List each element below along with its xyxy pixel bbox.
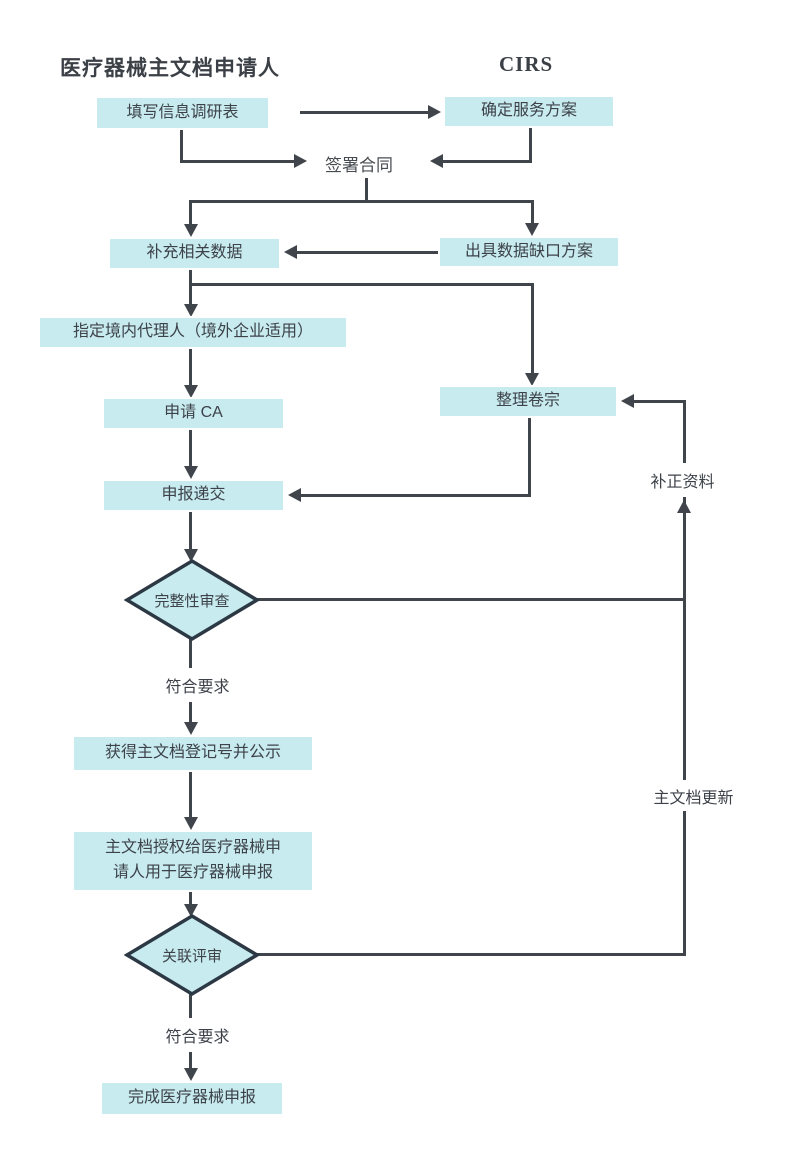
node-correction: 补正资料 [622,463,743,497]
node-label: 签署合同 [325,156,393,175]
node-label: 补充相关数据 [146,244,243,262]
connector-line [189,772,192,817]
arrowhead [184,1068,198,1081]
connector-line [297,251,438,254]
node-label: 主文档更新 [653,789,734,807]
connector-line [189,512,192,549]
node-label: 补正资料 [650,474,715,491]
connector-line [189,270,192,304]
diamond-shape [124,558,260,642]
lane-header-cirs: CIRS [499,52,554,76]
connector-line [180,160,294,163]
diamond-shape [124,913,260,997]
connector-line [189,283,534,286]
connector-line [634,400,686,403]
connector-line [365,178,368,203]
connector-line [300,111,428,114]
lane-header-applicant: 医疗器械主文档申请人 [60,57,280,80]
node-appoint-agent: 指定境内代理人（境外企业适用） [38,316,348,349]
node-compile-dossier: 整理卷宗 [438,385,618,418]
node-obtain-number: 获得主文档登记号并公示 [72,735,314,772]
connector-line [257,598,686,601]
node-label: 符合要求 [165,1029,230,1046]
node-label: 完成医疗器械申报 [127,1089,256,1107]
arrowhead [430,154,443,168]
arrowhead [184,224,198,237]
node-label: 符合要求 [165,679,230,696]
arrowhead [621,394,634,408]
node-label: 关联评审 [161,947,222,965]
node-label: 出具数据缺口方案 [464,242,593,260]
node-label: 指定境内代理人（境外企业适用） [72,323,313,341]
connector-line [189,200,534,203]
node-submit: 申报递交 [102,479,285,512]
node-sign-contract: 签署合同 [319,151,399,176]
node-label: 确定服务方案 [480,102,577,120]
connector-line [189,348,192,385]
arrowhead [184,304,198,317]
connector-line [531,283,534,373]
arrowhead [525,223,539,236]
connector-line [529,128,532,163]
connector-line [683,400,686,956]
connector-line [189,430,192,466]
arrowhead [428,105,441,119]
node-meet-requirements-2: 符合要求 [138,1018,257,1052]
arrowhead [184,466,198,479]
diamond-completeness-review: 完整性审查 [124,558,260,642]
node-label: 完整性审查 [154,592,230,610]
node-supplement-data: 补充相关数据 [108,237,281,270]
node-master-file-update: 主文档更新 [622,780,765,811]
node-gap-plan: 出具数据缺口方案 [438,236,620,268]
node-label: 填写信息调研表 [126,103,239,121]
connector-line [189,200,192,224]
arrowhead [184,385,198,398]
node-label: 主文档授权给医疗器械申请人用于医疗器械申报 [104,839,281,881]
arrowhead [525,373,539,386]
node-confirm-plan: 确定服务方案 [443,95,615,128]
connector-line [257,953,686,956]
connector-line [189,892,192,905]
diamond-linkage-review: 关联评审 [124,913,260,997]
arrowhead [184,722,198,735]
node-label: 申报递交 [161,486,226,504]
connector-line [443,160,532,163]
node-authorize: 主文档授权给医疗器械申请人用于医疗器械申报 [72,830,314,892]
node-apply-ca: 申请 CA [102,397,285,430]
node-meet-requirements-1: 符合要求 [138,668,257,702]
node-label: 申请 CA [164,404,223,422]
arrowhead [284,245,297,259]
node-complete-submission: 完成医疗器械申报 [100,1081,284,1116]
node-fill-survey: 填写信息调研表 [95,96,270,130]
connector-line [180,130,183,161]
node-label: 获得主文档登记号并公示 [104,744,281,762]
connector-line [531,200,534,223]
arrowhead [184,817,198,830]
connector-line [528,418,531,497]
connector-line [301,494,531,497]
arrowhead [294,154,307,168]
arrowhead [184,904,198,917]
arrowhead [184,549,198,562]
node-label: 整理卷宗 [495,392,560,410]
arrowhead [677,500,691,513]
arrowhead [288,488,301,502]
